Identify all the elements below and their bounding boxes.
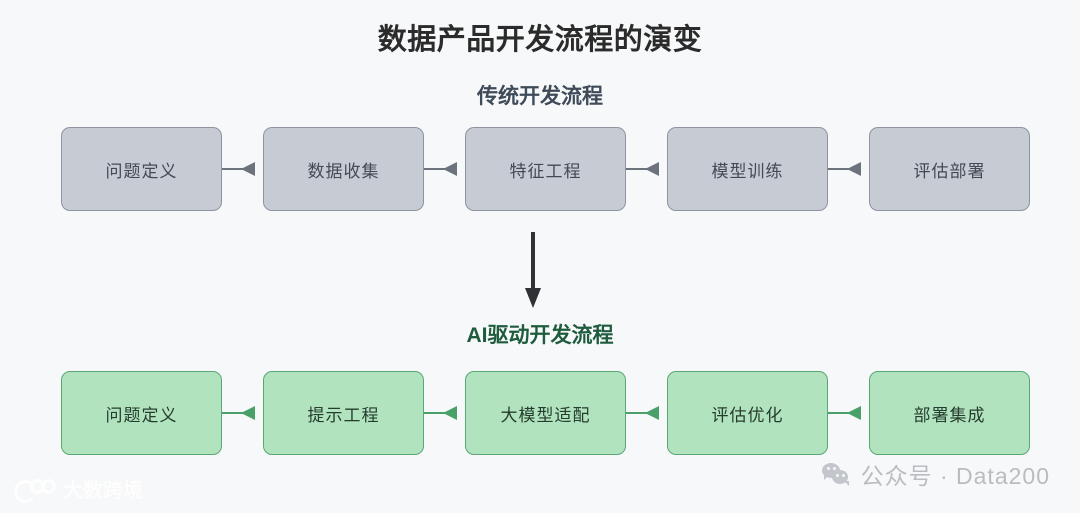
connector-arrowhead [443,406,457,420]
section-title-ai-driven: AI驱动开发流程 [466,324,614,347]
connector-line [222,168,250,170]
connector-line [222,412,250,414]
flow-node-label: 部署集成 [913,405,986,425]
connector-arrowhead [847,162,861,176]
flow-node-label: 评估优化 [711,405,784,425]
flow-connector-arrow-left-icon [424,162,465,176]
connector-arrowhead [847,406,861,420]
watermark-right-label: 公众号 · Data200 [860,463,1050,489]
section-title-traditional: 传统开发流程 [477,85,603,108]
arrow-shaft [531,232,535,290]
flow-node-ai-3[interactable]: 大模型适配 [465,371,626,455]
brand-logo-icon [14,477,56,503]
flow-connector-arrow-left-icon [424,406,465,420]
connector-line [424,412,452,414]
connector-line [626,168,654,170]
flow-node-ai-5[interactable]: 部署集成 [869,371,1030,455]
flow-connector-arrow-left-icon [626,406,667,420]
flow-node-traditional-5[interactable]: 评估部署 [869,127,1030,211]
flow-connector-arrow-left-icon [828,406,869,420]
flow-node-traditional-1[interactable]: 问题定义 [61,127,222,211]
flow-row-ai-driven: 问题定义 提示工程 大模型适配 评估优化 部署集成 [61,371,1030,455]
connector-arrowhead [645,406,659,420]
flow-node-label: 问题定义 [105,405,178,425]
connector-arrowhead [241,162,255,176]
connector-arrowhead [443,162,457,176]
flow-node-label: 问题定义 [105,161,178,181]
flow-node-traditional-2[interactable]: 数据收集 [263,127,424,211]
flow-connector-arrow-left-icon [222,162,263,176]
flow-row-traditional: 问题定义 数据收集 特征工程 模型训练 评估部署 [61,127,1030,211]
watermark-left-label: 大数跨境 [63,480,143,502]
flow-node-label: 特征工程 [509,161,582,181]
flow-node-traditional-3[interactable]: 特征工程 [465,127,626,211]
arrow-tip [525,288,541,308]
flow-node-label: 提示工程 [307,405,380,425]
connector-line [626,412,654,414]
flow-node-label: 模型训练 [711,161,784,181]
flow-connector-arrow-left-icon [222,406,263,420]
flow-node-ai-4[interactable]: 评估优化 [667,371,828,455]
connector-arrowhead [241,406,255,420]
wechat-icon [821,462,852,486]
connector-line [828,412,856,414]
flow-node-label: 大模型适配 [500,405,591,425]
flow-connector-arrow-left-icon [828,162,869,176]
flow-node-ai-1[interactable]: 问题定义 [61,371,222,455]
watermark-right: 公众号 · Data200 [821,457,1050,491]
watermark-left: 大数跨境 [14,474,143,503]
flow-node-label: 评估部署 [913,161,986,181]
connector-line [424,168,452,170]
connector-line [828,168,856,170]
page-title: 数据产品开发流程的演变 [377,24,703,56]
transition-arrow-down-icon [525,232,541,308]
connector-arrowhead [645,162,659,176]
flow-node-ai-2[interactable]: 提示工程 [263,371,424,455]
flow-connector-arrow-left-icon [626,162,667,176]
flow-node-traditional-4[interactable]: 模型训练 [667,127,828,211]
flow-node-label: 数据收集 [307,161,380,181]
